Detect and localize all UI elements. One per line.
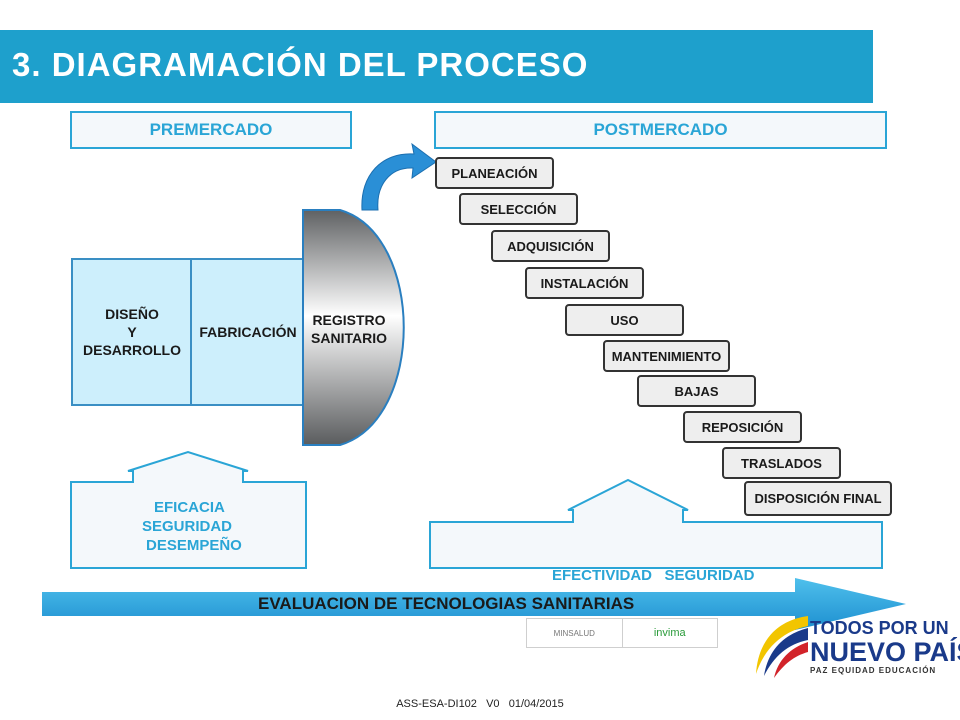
step-label: USO bbox=[610, 312, 639, 328]
page-title: 3. DIAGRAMACIÓN DEL PROCESO bbox=[12, 46, 589, 83]
invima-logo: invima bbox=[621, 619, 718, 647]
footer-code: ASS-ESA-DI102 V0 01/04/2015 bbox=[396, 698, 564, 710]
brand-swoosh-icon bbox=[756, 616, 808, 678]
registro-line-1: REGISTRO bbox=[312, 312, 386, 328]
logos-strip: MINSALUD invima bbox=[526, 618, 718, 648]
step-label: ADQUISICIÓN bbox=[507, 238, 594, 254]
brand-line-3: PAZ EQUIDAD EDUCACIÓN bbox=[810, 666, 937, 675]
registro-label: REGISTRO SANITARIO bbox=[304, 311, 394, 347]
step-reposicion: REPOSICIÓN bbox=[683, 411, 802, 443]
step-label: BAJAS bbox=[674, 383, 719, 399]
criteria-eficacia: EFICACIA bbox=[154, 499, 225, 516]
evaluation-label: EVALUACION DE TECNOLOGIAS SANITARIAS bbox=[258, 594, 635, 613]
postmercado-header: POSTMERCADO bbox=[434, 111, 887, 149]
step-uso: USO bbox=[565, 304, 684, 336]
step-bajas: BAJAS bbox=[637, 375, 756, 407]
step-label: TRASLADOS bbox=[741, 455, 822, 471]
premercado-criteria-arrow bbox=[70, 450, 307, 569]
step-label: INSTALACIÓN bbox=[540, 275, 629, 291]
step-mantenimiento: MANTENIMIENTO bbox=[603, 340, 730, 372]
evaluation-arrow bbox=[42, 578, 906, 630]
postmercado-label: POSTMERCADO bbox=[593, 120, 728, 139]
postmercado-criteria-arrow bbox=[429, 478, 883, 569]
step-label: PLANEACIÓN bbox=[451, 165, 538, 181]
design-line-2: Y bbox=[127, 324, 137, 340]
criteria-line-1: EFECTIVIDAD SEGURIDAD bbox=[552, 567, 755, 584]
step-adquisicion: ADQUISICIÓN bbox=[491, 230, 610, 262]
step-label: MANTENIMIENTO bbox=[611, 348, 722, 364]
curved-arrow-icon bbox=[361, 142, 437, 211]
fabrication-box: FABRICACIÓN bbox=[190, 258, 306, 406]
registro-line-2: SANITARIO bbox=[311, 330, 387, 346]
premercado-label: PREMERCADO bbox=[149, 120, 273, 139]
brand-line-2: NUEVO PAÍS bbox=[810, 637, 960, 667]
design-line-3: DESARROLLO bbox=[83, 342, 181, 358]
design-line-1: DISEÑO bbox=[105, 306, 159, 322]
premercado-header: PREMERCADO bbox=[70, 111, 352, 149]
step-label: REPOSICIÓN bbox=[701, 419, 784, 435]
criteria-seguridad: SEGURIDAD bbox=[142, 518, 233, 535]
step-traslados: TRASLADOS bbox=[722, 447, 841, 479]
brand-line-1: TODOS POR UN bbox=[810, 618, 949, 638]
step-label: SELECCIÓN bbox=[480, 201, 557, 217]
design-box: DISEÑO Y DESARROLLO bbox=[71, 258, 193, 406]
minsalud-logo: MINSALUD bbox=[553, 628, 595, 638]
brand-block: TODOS POR UN NUEVO PAÍS PAZ EQUIDAD EDUC… bbox=[810, 618, 960, 675]
premercado-criteria: EFICACIA SEGURIDAD DESEMPEÑO bbox=[140, 498, 242, 555]
step-label: DISPOSICIÓN FINAL bbox=[754, 491, 882, 506]
criteria-desempeno: DESEMPEÑO bbox=[146, 537, 242, 554]
step-seleccion: SELECCIÓN bbox=[459, 193, 578, 225]
step-planeacion: PLANEACIÓN bbox=[435, 157, 554, 189]
step-instalacion: INSTALACIÓN bbox=[525, 267, 644, 299]
registro-shape bbox=[302, 209, 405, 446]
title-bar bbox=[0, 30, 873, 103]
fabrication-label: FABRICACIÓN bbox=[199, 324, 297, 340]
step-disposicion-final: DISPOSICIÓN FINAL bbox=[744, 481, 892, 516]
